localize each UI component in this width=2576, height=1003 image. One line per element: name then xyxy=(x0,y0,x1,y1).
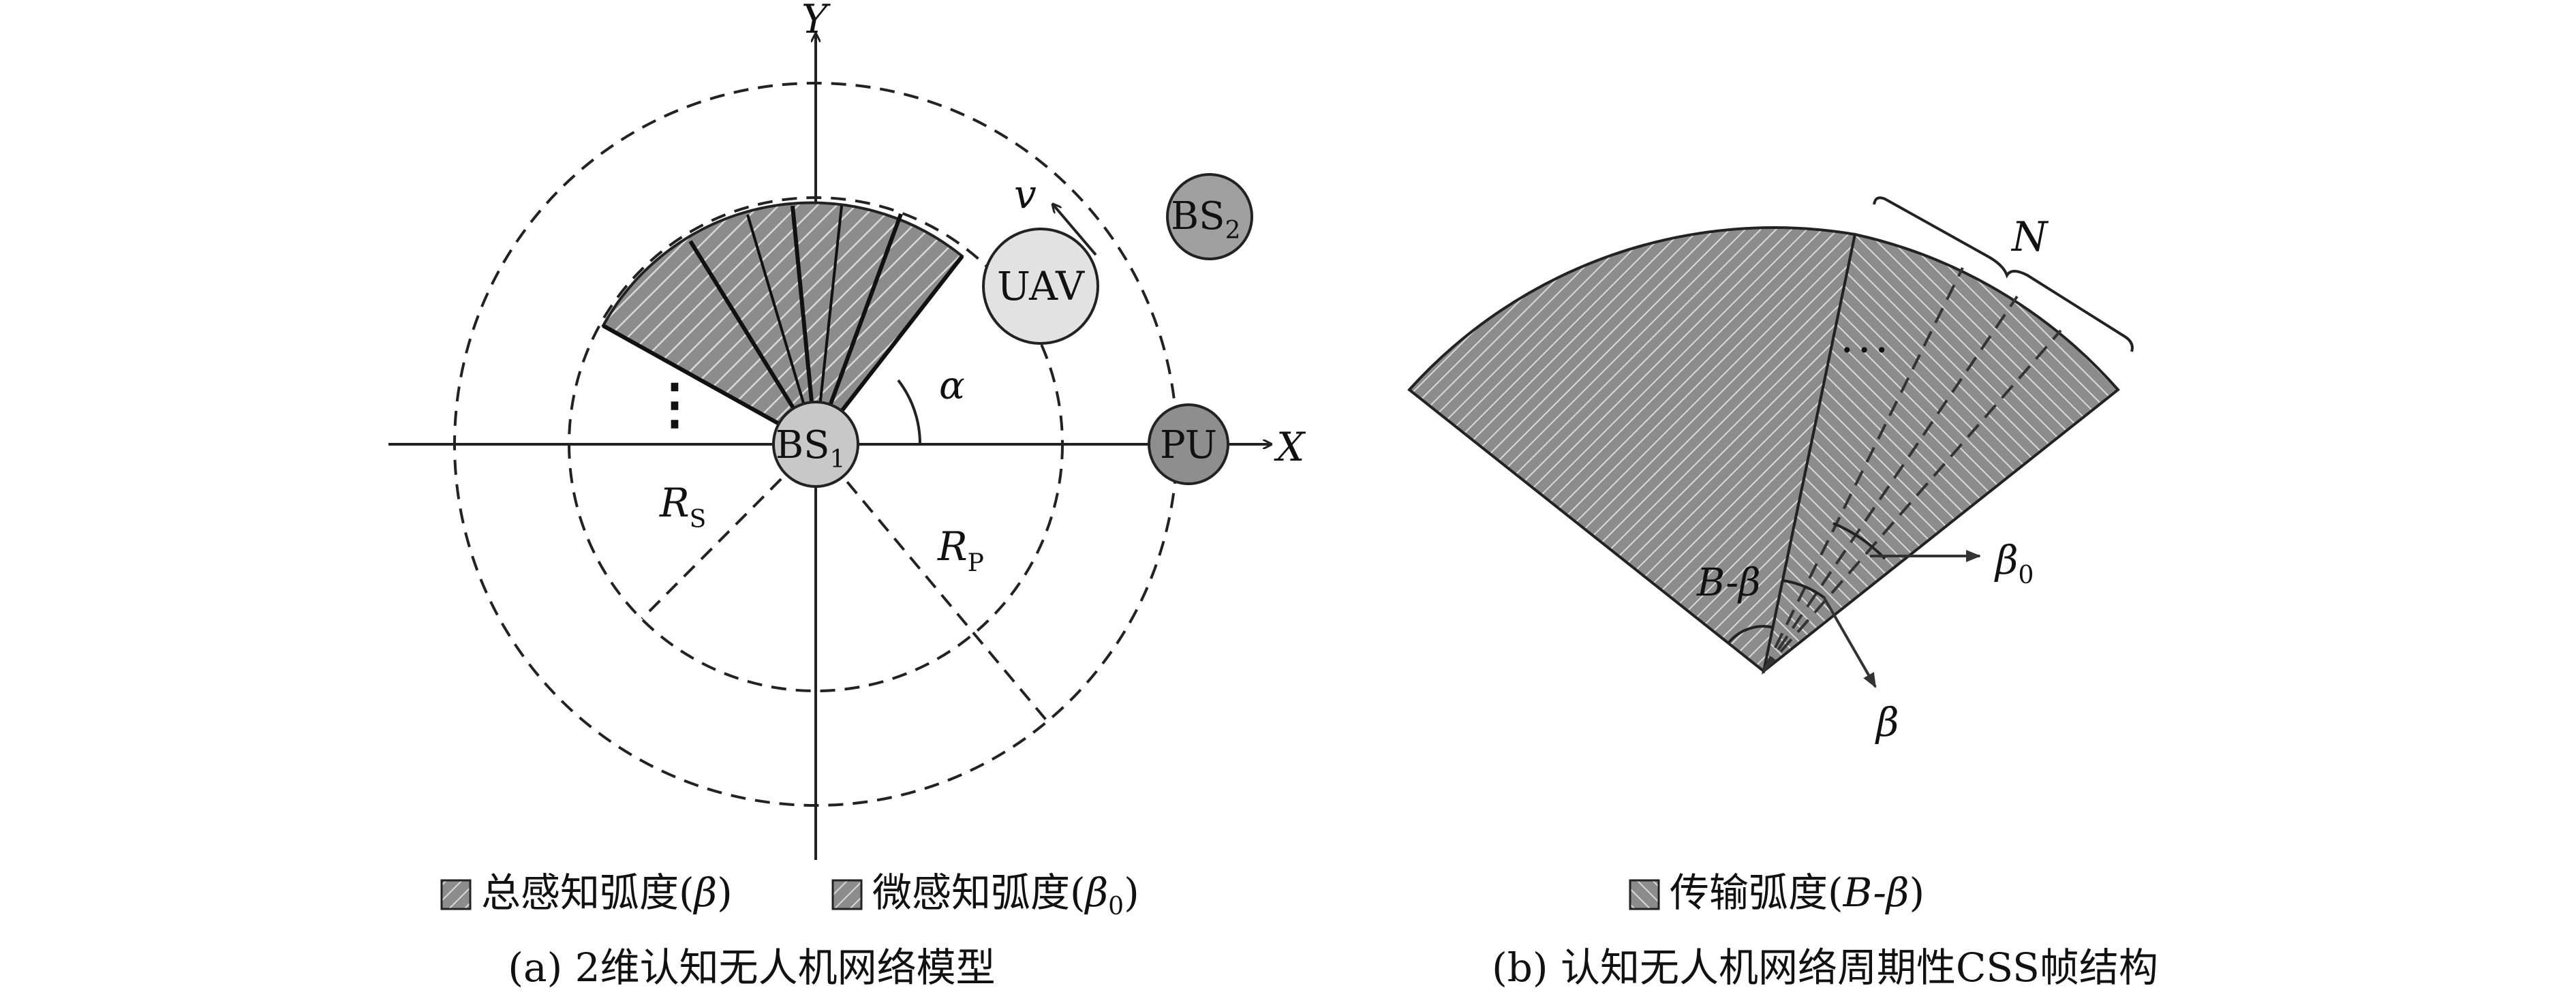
velocity-label: v xyxy=(1014,171,1037,217)
x-axis-label: X xyxy=(1274,424,1306,470)
rp-label: RP xyxy=(937,523,984,577)
alpha-label: α xyxy=(939,364,965,408)
n-label: N xyxy=(2010,213,2049,261)
caption-a: (a) 2维认知无人机网络模型 xyxy=(508,944,995,991)
pu-node: PU xyxy=(1148,403,1229,485)
panel-a: α ⋮ RS RP Y X v BS1 UAV xyxy=(388,0,1306,991)
transmission-sector xyxy=(1407,226,1857,674)
beta-label: β xyxy=(1875,699,1899,745)
beta-arc xyxy=(1782,579,1826,600)
bs1-node: BS1 xyxy=(772,401,859,488)
micro-divider-1 xyxy=(1762,267,1964,672)
panel-b: • • • N B-β β0 β 传输弧度(B-β) (b) 认知无人机网络周期… xyxy=(1407,196,2158,991)
micro-divider-2 xyxy=(1762,295,2019,673)
beta-arrow xyxy=(1822,596,1877,688)
legend-b: 传输弧度(B-β) xyxy=(1629,869,1925,916)
velocity-arrow xyxy=(1053,204,1097,256)
micro-divider-3 xyxy=(1762,329,2062,673)
legend-total-text: 总感知弧度(β) xyxy=(481,869,733,916)
legend-swatch-total xyxy=(440,879,472,910)
caption-b: (b) 认知无人机网络周期性CSS帧结构 xyxy=(1492,944,2158,991)
uav-label: UAV xyxy=(997,263,1085,309)
fan-continuation-dots: ⋮ xyxy=(647,371,702,435)
rs-radius-line xyxy=(641,443,817,620)
legend-a: 总感知弧度(β) 微感知弧度(β0) xyxy=(440,869,1139,921)
fan-sector xyxy=(601,201,964,446)
alpha-arc xyxy=(897,379,922,445)
legend-micro-text: 微感知弧度(β0) xyxy=(872,869,1139,921)
rs-label: RS xyxy=(659,480,706,534)
legend-swatch-transmission xyxy=(1629,879,1660,910)
y-axis-label: Y xyxy=(801,0,831,42)
b-minus-beta-arc xyxy=(1727,625,1775,645)
bs1-label: BS1 xyxy=(776,423,845,474)
pu-label: PU xyxy=(1160,423,1217,467)
beta0-label: β0 xyxy=(1994,537,2034,589)
bs2-node: BS2 xyxy=(1166,173,1253,260)
legend-swatch-micro xyxy=(831,879,863,910)
micro-sector-dots: • • • xyxy=(1841,339,1887,362)
uav-node: UAV xyxy=(982,228,1099,345)
n-brace xyxy=(1873,196,2134,352)
legend-transmission-text: 传输弧度(B-β) xyxy=(1670,869,1925,916)
b-minus-beta-label: B-β xyxy=(1696,561,1761,605)
sensing-sector xyxy=(1761,232,2120,675)
rp-radius-line xyxy=(814,443,1053,728)
bs2-label: BS2 xyxy=(1171,194,1240,245)
